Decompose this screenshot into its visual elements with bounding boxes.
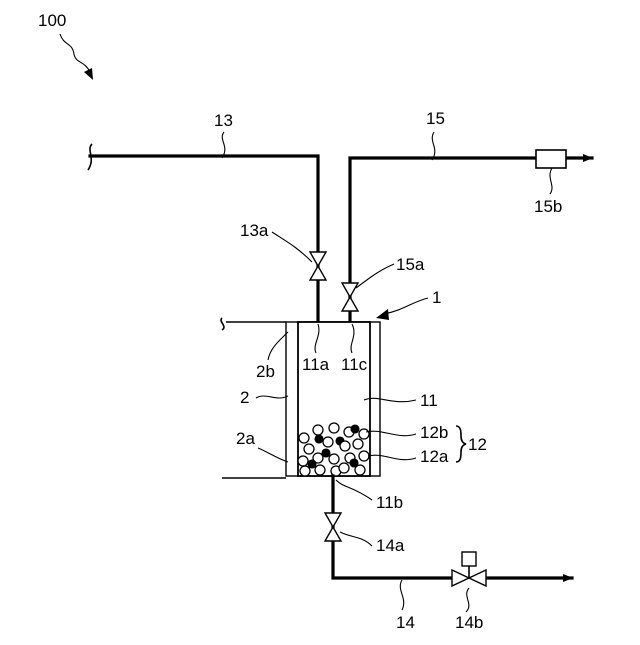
leader-device-15b bbox=[550, 168, 552, 194]
particle-12a bbox=[329, 423, 339, 433]
leader-2a bbox=[258, 448, 288, 462]
reference-arrow-line bbox=[60, 34, 90, 72]
particle-12b bbox=[322, 449, 330, 457]
valve-13a bbox=[310, 252, 326, 280]
pipe-15 bbox=[350, 158, 536, 322]
particle-12b bbox=[308, 460, 316, 468]
reference-numeral-100: 100 bbox=[38, 11, 66, 30]
label-packing-12: 12 bbox=[468, 435, 487, 454]
label-valve-14a: 14a bbox=[376, 536, 405, 555]
leader-12b bbox=[366, 431, 416, 436]
leader-device-1 bbox=[384, 298, 428, 314]
label-particle-12b: 12b bbox=[420, 423, 448, 442]
brace-12 bbox=[456, 426, 466, 462]
leader-valve-15a bbox=[356, 264, 394, 288]
leader-pipe-14 bbox=[400, 580, 403, 610]
leader-vessel-11 bbox=[364, 398, 416, 401]
label-device-15b: 15b bbox=[534, 197, 562, 216]
device-15b bbox=[536, 150, 566, 168]
particle-12a bbox=[353, 439, 363, 449]
leader-11b bbox=[336, 480, 372, 500]
leader-pipe-13 bbox=[222, 132, 225, 158]
particle-12a bbox=[313, 425, 323, 435]
label-port-11a: 11a bbox=[302, 355, 330, 374]
label-jacket-outlet-2b: 2b bbox=[256, 362, 275, 381]
pipe-14 bbox=[333, 476, 452, 578]
arrow-device-1 bbox=[376, 309, 389, 320]
particle-12a bbox=[315, 465, 325, 475]
label-pipe-14: 14 bbox=[396, 613, 415, 632]
label-port-11c: 11c bbox=[341, 355, 368, 374]
particle-12a bbox=[299, 433, 309, 443]
valve-14b bbox=[452, 552, 486, 586]
leader-14a bbox=[340, 532, 372, 546]
label-vessel-11: 11 bbox=[420, 391, 438, 410]
particle-12a bbox=[298, 456, 308, 466]
particle-12a bbox=[300, 466, 310, 476]
label-jacket-inlet-2a: 2a bbox=[236, 429, 255, 448]
label-jacket-2: 2 bbox=[240, 388, 249, 407]
reference-arrow-head bbox=[84, 68, 93, 80]
particle-12a bbox=[329, 454, 339, 464]
particle-12b bbox=[351, 425, 359, 433]
particle-12a bbox=[323, 437, 333, 447]
particle-12a bbox=[359, 451, 369, 461]
leader-2b bbox=[268, 332, 288, 360]
valve-14a bbox=[325, 513, 341, 541]
leader-pipe-15 bbox=[432, 132, 435, 160]
particle-12a bbox=[359, 429, 369, 439]
label-pipe-13: 13 bbox=[214, 111, 233, 130]
label-device-1: 1 bbox=[432, 288, 441, 307]
particle-12a bbox=[339, 463, 349, 473]
label-valve-13a: 13a bbox=[240, 221, 269, 240]
particle-12a bbox=[304, 444, 314, 454]
leader-valve-13a bbox=[272, 232, 312, 262]
leader-14b bbox=[466, 588, 469, 612]
valve-15a bbox=[342, 283, 358, 311]
leader-12a bbox=[368, 455, 416, 460]
label-particle-12a: 12a bbox=[420, 447, 449, 466]
label-port-11b: 11b bbox=[376, 493, 403, 512]
leader-jacket-2 bbox=[256, 396, 288, 398]
particle-12a bbox=[340, 441, 350, 451]
label-valve-14b: 14b bbox=[455, 613, 483, 632]
particle-12a bbox=[355, 465, 365, 475]
label-pipe-15: 15 bbox=[426, 109, 445, 128]
valve-14b-actuator bbox=[462, 552, 476, 566]
label-valve-15a: 15a bbox=[396, 255, 425, 274]
jacket-outlet-break-mark bbox=[221, 318, 224, 330]
particle-12b bbox=[315, 435, 323, 443]
